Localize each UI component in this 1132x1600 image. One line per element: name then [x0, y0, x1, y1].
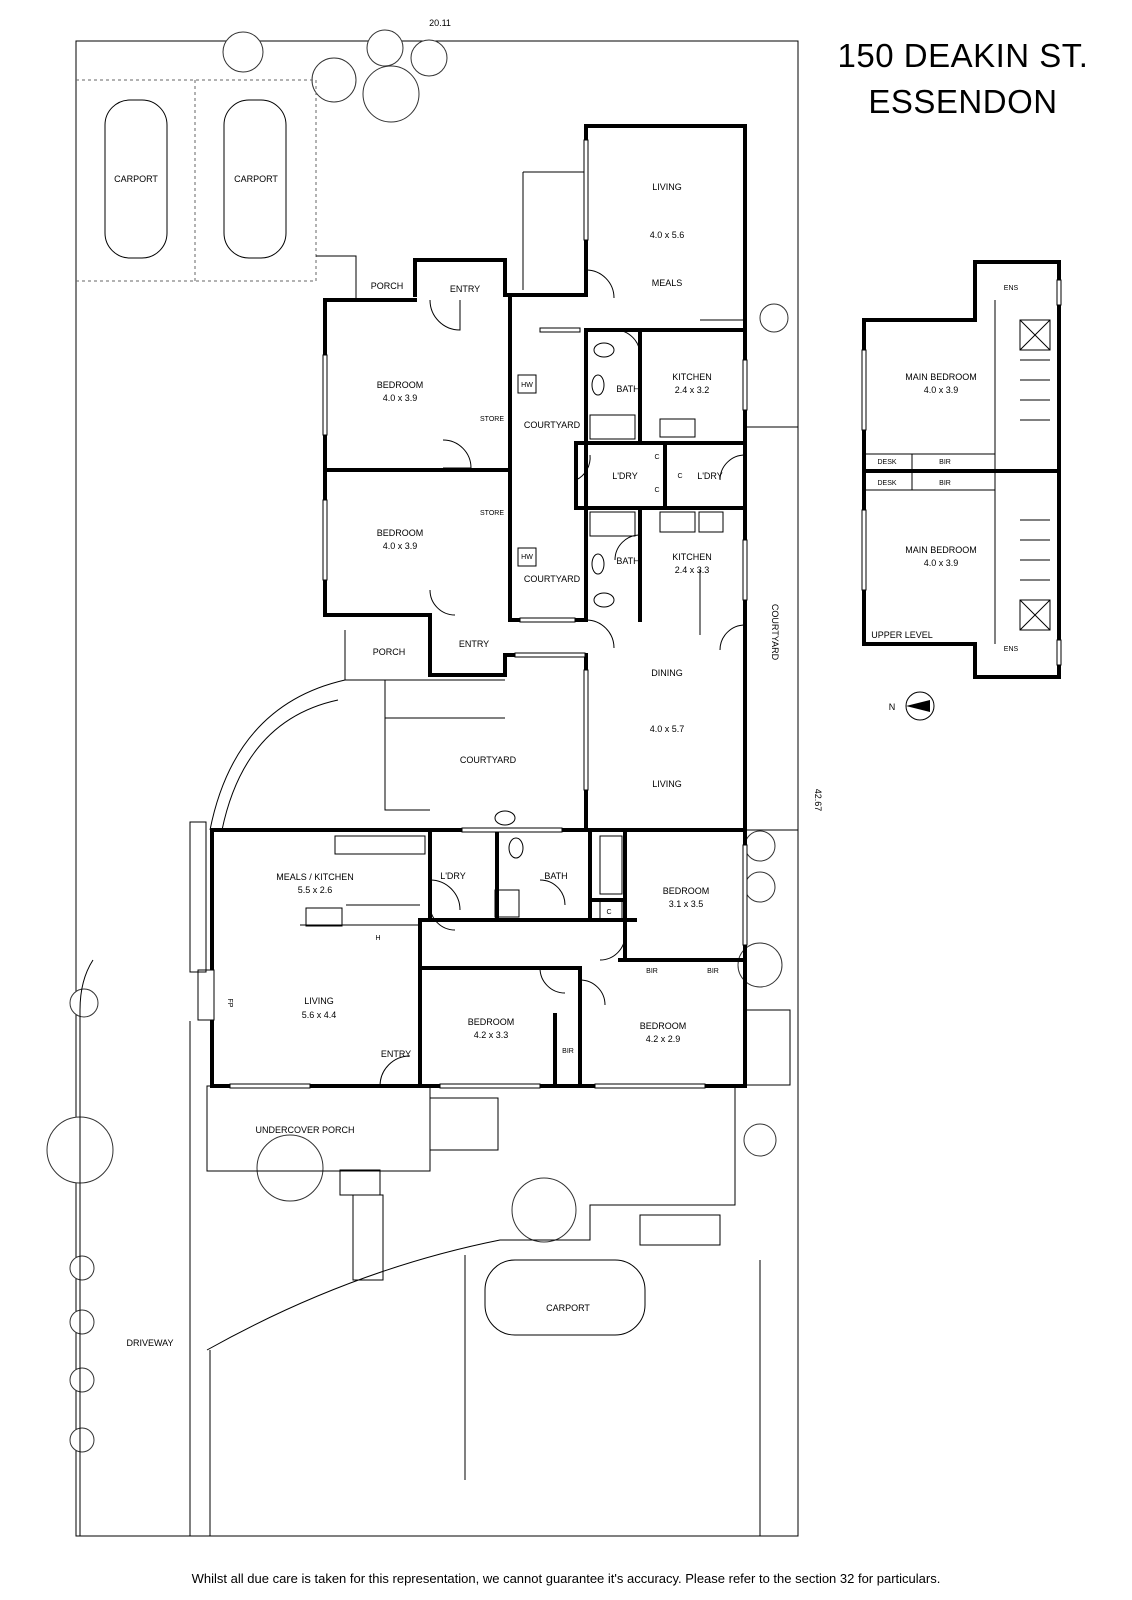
label-living-front: LIVING: [304, 996, 334, 1006]
windows: [229, 139, 748, 1089]
label-c-3: C: [677, 473, 682, 480]
label-bedroom-2: BEDROOM: [377, 528, 424, 538]
label-main-bedroom-2-dim: 4.0 x 3.9: [924, 558, 959, 568]
label-entry-3: ENTRY: [381, 1049, 411, 1059]
label-bedroom-5: BEDROOM: [640, 1021, 687, 1031]
label-meals-kitchen-dim: 5.5 x 2.6: [298, 885, 333, 895]
label-kitchen-2-dim: 2.4 x 3.3: [675, 565, 710, 575]
label-bedroom-3: BEDROOM: [663, 886, 710, 896]
label-porch-1: PORCH: [371, 281, 404, 291]
outlines-front: [79, 821, 791, 1536]
site-boundary: [75, 40, 799, 1537]
label-dining: DINING: [651, 668, 683, 678]
label-c-1: C: [654, 454, 659, 461]
label-carport-3: CARPORT: [546, 1303, 590, 1313]
carport-label-2: CARPORT: [234, 174, 278, 184]
label-bir-u1: BIR: [939, 459, 951, 466]
label-kitchen-2: KITCHEN: [672, 552, 712, 562]
label-desk-2: DESK: [877, 480, 896, 487]
label-bath-3: BATH: [544, 871, 567, 881]
walls-upper-block: [323, 124, 798, 832]
title-line-1: 150 DEAKIN ST.: [838, 37, 1089, 74]
label-bedroom-1: BEDROOM: [377, 380, 424, 390]
label-bedroom-3-dim: 3.1 x 3.5: [669, 899, 704, 909]
label-store-2: STORE: [480, 510, 504, 517]
walls-lower-block: [197, 828, 747, 1088]
label-kitchen-1-dim: 2.4 x 3.2: [675, 385, 710, 395]
label-ldry-1: L'DRY: [612, 471, 638, 481]
label-undercover-porch: UNDERCOVER PORCH: [255, 1125, 354, 1135]
door-swings: [379, 269, 746, 1087]
title-line-2: ESSENDON: [868, 83, 1057, 120]
label-bath-2: BATH: [616, 556, 639, 566]
label-bir-u2: BIR: [939, 480, 951, 487]
label-north: N: [889, 702, 896, 712]
dimension-top: 20.11: [429, 18, 451, 28]
label-driveway: DRIVEWAY: [126, 1338, 173, 1348]
label-main-bedroom-2: MAIN BEDROOM: [905, 545, 977, 555]
label-main-bedroom-1-dim: 4.0 x 3.9: [924, 385, 959, 395]
label-bedroom-1-dim: 4.0 x 3.9: [383, 393, 418, 403]
label-bir-1: BIR: [646, 968, 658, 975]
label-main-bedroom-1: MAIN BEDROOM: [905, 372, 977, 382]
label-courtyard-1: COURTYARD: [524, 420, 581, 430]
label-hw-1: HW: [521, 382, 533, 389]
label-desk-1: DESK: [877, 459, 896, 466]
label-entry-1: ENTRY: [450, 284, 480, 294]
label-ens-1: ENS: [1004, 285, 1019, 292]
label-fp: FP: [226, 999, 233, 1008]
label-bedroom-4-dim: 4.2 x 3.3: [474, 1030, 509, 1040]
label-upper-level: UPPER LEVEL: [871, 630, 933, 640]
label-meals-kitchen: MEALS / KITCHEN: [276, 872, 354, 882]
carport-area-top: [76, 79, 317, 282]
label-kitchen-1: KITCHEN: [672, 372, 712, 382]
label-bedroom-4: BEDROOM: [468, 1017, 515, 1027]
label-bir-2: BIR: [707, 968, 719, 975]
label-c-2: C: [654, 487, 659, 494]
outlines-porches: [209, 255, 505, 831]
label-living-mid: LIVING: [652, 779, 682, 789]
label-courtyard-side: COURTYARD: [770, 604, 780, 661]
carport-label-1: CARPORT: [114, 174, 158, 184]
dimension-side: 42.67: [813, 789, 823, 812]
label-store-1: STORE: [480, 416, 504, 423]
label-dining-dim: 4.0 x 5.7: [650, 724, 685, 734]
upper-level-walls: [861, 260, 1062, 679]
label-c-4: C: [606, 909, 611, 916]
label-living-front-dim: 5.6 x 4.4: [302, 1010, 337, 1020]
label-meals-top: MEALS: [652, 278, 683, 288]
label-h: H: [375, 935, 380, 942]
label-courtyard-3: COURTYARD: [460, 755, 517, 765]
label-hw-2: HW: [521, 554, 533, 561]
trees-top: [46, 29, 789, 1453]
label-bir-3: BIR: [562, 1048, 574, 1055]
label-bath-1: BATH: [616, 384, 639, 394]
label-courtyard-2: COURTYARD: [524, 574, 581, 584]
label-bedroom-2-dim: 4.0 x 3.9: [383, 541, 418, 551]
fixtures: [300, 342, 724, 927]
label-bedroom-5-dim: 4.2 x 2.9: [646, 1034, 681, 1044]
label-ldry-3: L'DRY: [440, 871, 466, 881]
label-living-top-dim: 4.0 x 5.6: [650, 230, 685, 240]
disclaimer: Whilst all due care is taken for this re…: [192, 1571, 941, 1586]
label-living-top: LIVING: [652, 182, 682, 192]
label-entry-2: ENTRY: [459, 639, 489, 649]
north-arrow-icon: [905, 691, 935, 721]
label-ens-2: ENS: [1004, 646, 1019, 653]
label-porch-2: PORCH: [373, 647, 406, 657]
label-ldry-2: L'DRY: [697, 471, 723, 481]
